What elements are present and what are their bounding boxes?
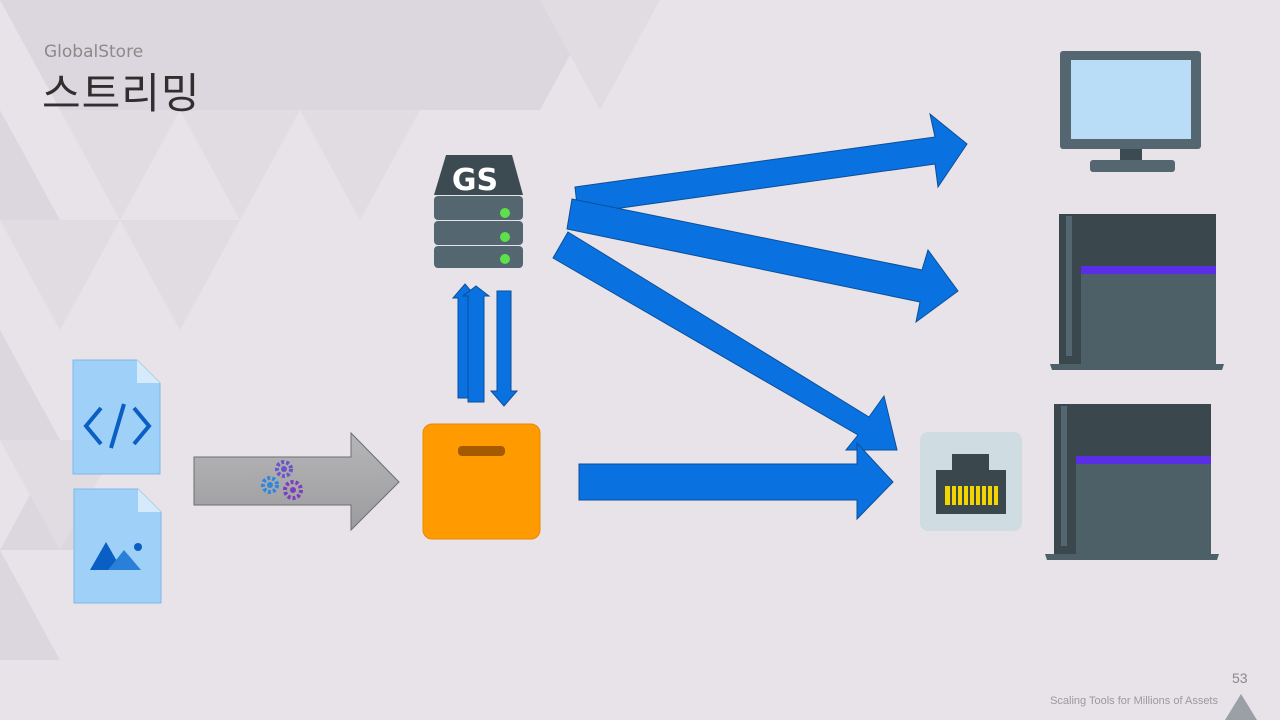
server-label: GS	[452, 163, 498, 198]
globalstore-server-icon: GS	[434, 155, 523, 268]
stream-arrows	[552, 112, 968, 451]
console-icon	[1045, 404, 1219, 560]
image-file-icon	[73, 488, 162, 604]
gears-icon	[261, 460, 303, 500]
ethernet-port-icon	[920, 432, 1022, 531]
slide-subtitle: GlobalStore	[44, 42, 144, 62]
corner-triangle	[1225, 694, 1257, 720]
monitor-icon	[1060, 51, 1201, 172]
code-file-icon	[72, 359, 161, 475]
footer-text: Scaling Tools for Millions of Assets	[1050, 695, 1218, 707]
package-box-icon	[422, 423, 541, 540]
box-to-network-arrow	[578, 441, 894, 521]
sync-arrows	[451, 283, 519, 407]
slide-title: 스트리밍	[42, 69, 201, 118]
console-icon	[1050, 214, 1224, 370]
page-number: 53	[1232, 670, 1248, 686]
